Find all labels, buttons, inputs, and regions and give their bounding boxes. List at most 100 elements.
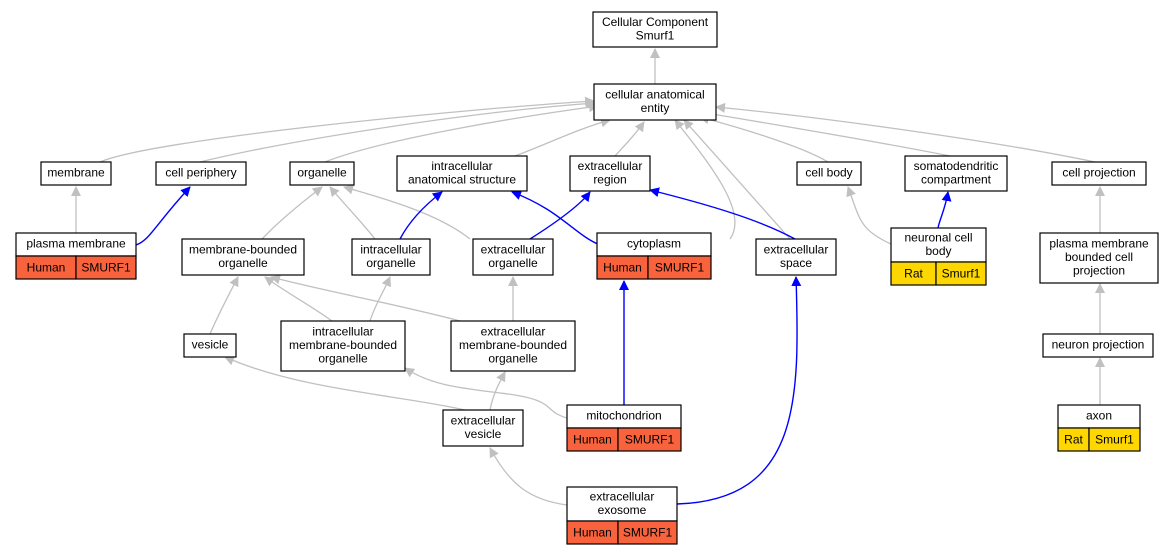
node-neuron-projection[interactable]: neuron projection (1042, 333, 1154, 358)
edge-15 (343, 184, 471, 240)
node-box (1051, 161, 1147, 186)
node-membrane[interactable]: membrane (40, 161, 112, 186)
edge-18 (511, 190, 601, 246)
node-cell-projection[interactable]: cell projection (1051, 161, 1147, 186)
node-box (280, 320, 406, 372)
node-label-line: mitochondrion (586, 409, 661, 423)
edge-17 (529, 191, 591, 240)
gene-cell (935, 261, 987, 286)
gene-label: SMURF1 (81, 261, 131, 275)
edge-7 (705, 109, 951, 157)
gene-label: Smurf1 (942, 267, 981, 281)
gene-cell (617, 427, 682, 452)
edge-30 (224, 356, 466, 411)
edge-13 (261, 186, 323, 240)
node-box (796, 161, 862, 186)
node-cell-body[interactable]: cell body (796, 161, 862, 186)
node-box (593, 83, 717, 121)
node-label-line: intracellular (431, 159, 492, 173)
node-label-line: entity (641, 101, 670, 115)
node-box (289, 161, 355, 186)
node-label-line: membrane-bounded (289, 338, 397, 352)
edge-14 (329, 186, 376, 240)
node-label-line: anatomical structure (408, 172, 516, 186)
node-label-line: space (780, 256, 812, 270)
gene-cell (75, 255, 137, 280)
node-vesicle[interactable]: vesicle (183, 333, 237, 358)
edge-35 (676, 276, 802, 505)
node-box (569, 155, 651, 192)
node-box (181, 238, 305, 276)
species-label: Human (573, 433, 612, 447)
gene-cell (1088, 427, 1141, 452)
node-box (450, 320, 576, 372)
node-cell-periphery[interactable]: cell periphery (155, 161, 247, 186)
node-label-line: projection (1073, 264, 1125, 278)
node-label-line: cell projection (1062, 166, 1135, 180)
edge-2 (199, 98, 596, 163)
node-box (592, 11, 718, 48)
node-box (155, 161, 247, 186)
node-label-line: vesicle (465, 427, 502, 441)
node-label-line: extracellular (451, 413, 516, 427)
node-box (904, 155, 1008, 192)
edge-32 (404, 367, 568, 419)
edges-layer (71, 48, 1105, 506)
node-label-line: cytoplasm (627, 237, 681, 251)
node-label-line: somatodendritic (914, 159, 999, 173)
node-label-line: neuron projection (1052, 338, 1145, 352)
node-box (442, 409, 524, 447)
edge-9 (674, 119, 736, 240)
node-label-line: extracellular (481, 242, 546, 256)
node-label-line: organelle (318, 352, 368, 366)
species-label: Rat (904, 267, 923, 281)
edge-26 (270, 274, 461, 322)
node-label-line: Smurf1 (636, 28, 675, 42)
node-label-line: vesicle (192, 338, 229, 352)
edge-6 (699, 114, 829, 163)
node-label-line: neuronal cell (904, 230, 972, 244)
node-label-line: axon (1086, 409, 1112, 423)
node-label-line: exosome (598, 503, 647, 517)
edge-34 (489, 447, 568, 506)
edge-19 (649, 187, 796, 240)
gene-cell (647, 255, 712, 280)
edge-21 (937, 191, 952, 229)
edge-5 (614, 121, 645, 157)
node-box (890, 227, 987, 263)
gene-label: SMURF1 (655, 261, 705, 275)
node-label-line: organelle (488, 352, 538, 366)
node-label-line: membrane (47, 166, 105, 180)
node-label-line: organelle (366, 256, 416, 270)
node-label-line: extracellular (481, 325, 546, 339)
edge-10 (683, 119, 791, 240)
node-label-line: plasma membrane (26, 237, 126, 251)
species-label: Human (603, 261, 642, 275)
node-label-line: region (593, 172, 626, 186)
node-label-line: bounded cell (1065, 250, 1133, 264)
edge-31 (489, 371, 506, 411)
node-box (755, 238, 837, 276)
node-organelle[interactable]: organelle (289, 161, 355, 186)
